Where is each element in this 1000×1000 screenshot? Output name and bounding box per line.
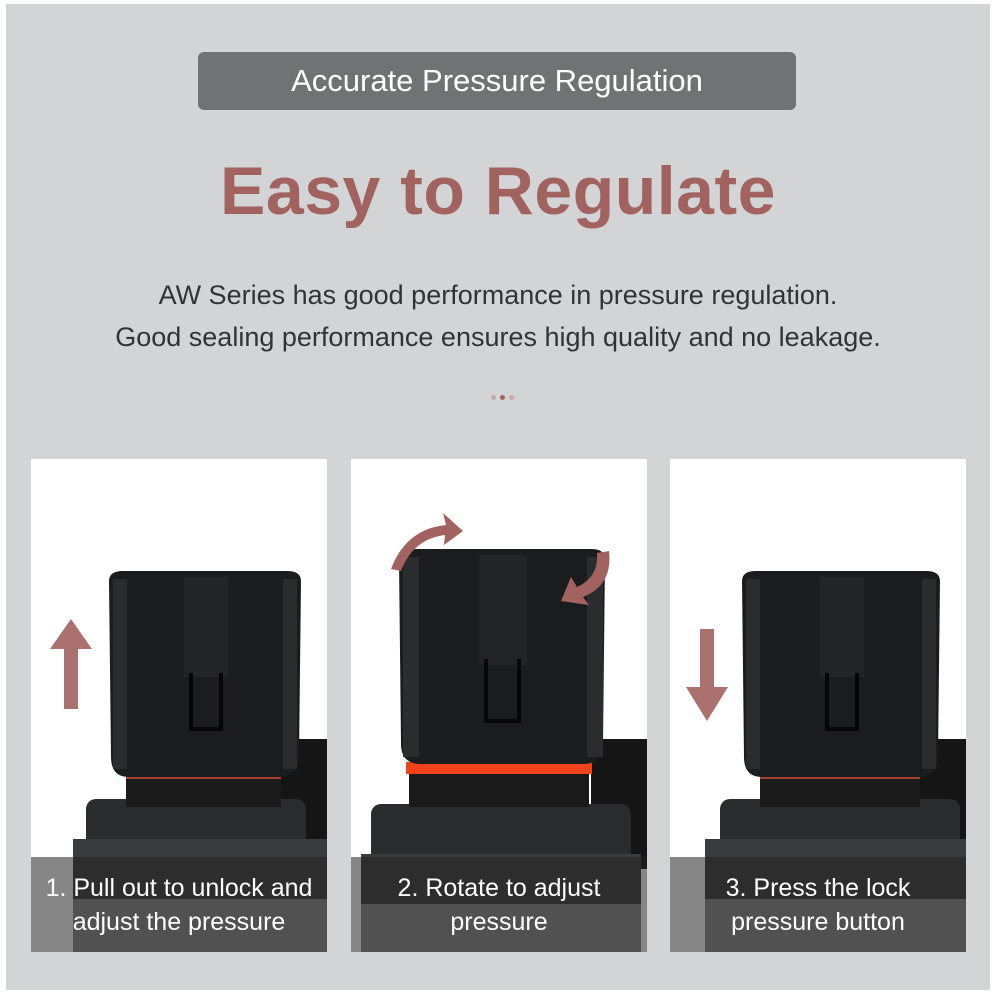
banner-pill: Accurate Pressure Regulation: [198, 52, 796, 110]
pagination-dots: [491, 395, 514, 400]
banner-label: Accurate Pressure Regulation: [291, 63, 703, 98]
step-panel-3: 3. Press the lock pressure button: [670, 459, 966, 952]
pagination-dot-3[interactable]: [509, 395, 514, 400]
step-3-line-2: pressure button: [731, 907, 905, 936]
pagination-dot-2[interactable]: [500, 395, 505, 400]
step-1-line-1: 1. Pull out to unlock and: [45, 873, 313, 902]
step-panel-2: 2. Rotate to adjust pressure: [351, 459, 647, 952]
description-line-2: Good sealing performance ensures high qu…: [115, 322, 881, 352]
step-3-line-1: 3. Press the lock: [725, 873, 911, 902]
step-panel-1: 1. Pull out to unlock and adjust the pre…: [31, 459, 327, 952]
headline: Easy to Regulate: [220, 153, 776, 229]
step-1-line-2: adjust the pressure: [72, 907, 286, 936]
arrow-up-icon: [50, 619, 92, 709]
arrow-down-icon: [686, 629, 728, 721]
rotate-arrows-icon: [391, 513, 610, 605]
description: AW Series has good performance in pressu…: [6, 274, 990, 358]
step-caption-3: 3. Press the lock pressure button: [670, 857, 966, 952]
pagination-dot-1[interactable]: [491, 395, 496, 400]
regulator-knob-image-3: [686, 571, 966, 952]
step-2-line-1: 2. Rotate to adjust: [397, 873, 601, 902]
step-caption-1: 1. Pull out to unlock and adjust the pre…: [31, 857, 327, 952]
page-background: Accurate Pressure Regulation Easy to Reg…: [6, 4, 990, 990]
step-2-line-2: pressure: [450, 907, 548, 936]
step-caption-2: 2. Rotate to adjust pressure: [351, 857, 647, 952]
description-line-1: AW Series has good performance in pressu…: [158, 280, 838, 310]
